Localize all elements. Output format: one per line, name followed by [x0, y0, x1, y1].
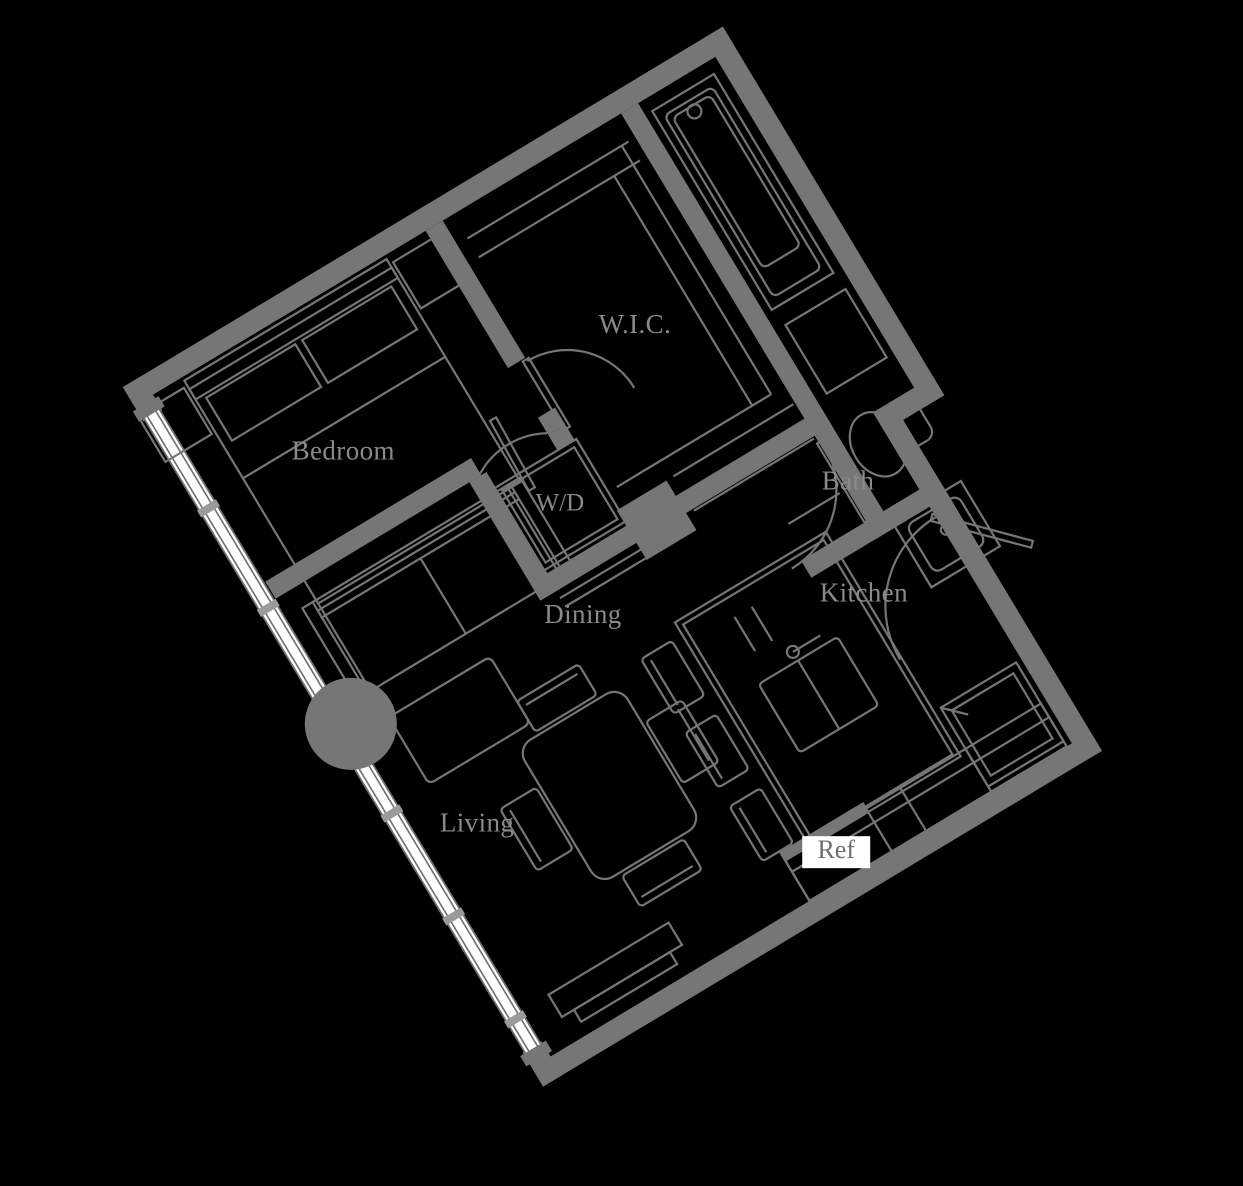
label-ref-background [802, 836, 871, 869]
interior-partitions [265, 103, 949, 601]
structural-column [304, 677, 397, 770]
bath-fixtures [650, 72, 1002, 589]
wic-interior [466, 140, 773, 488]
bath-door [791, 438, 872, 570]
exterior-walls [122, 26, 1102, 1087]
dining-furniture [500, 664, 719, 907]
label-living: Living [440, 808, 514, 838]
living-furniture [300, 475, 684, 1024]
label-kitchen: Kitchen [820, 577, 908, 607]
bedroom-door [479, 415, 548, 493]
label-dining: Dining [544, 599, 621, 629]
label-wic: W.I.C. [599, 309, 672, 339]
hall-closet [559, 403, 815, 608]
nightstand-right [391, 232, 469, 310]
label-washer-dryer: W/D [536, 490, 585, 517]
label-refrigerator: Ref [817, 835, 855, 864]
room-labels: Bedroom W.I.C. Bath Living Dining Kitche… [292, 309, 908, 869]
nightstand-left [136, 386, 214, 464]
bedroom-furniture [136, 232, 522, 605]
plan-rotated-group: Bedroom W.I.C. Bath Living Dining Kitche… [122, 26, 1102, 1087]
label-bath: Bath [822, 466, 875, 496]
label-bedroom: Bedroom [292, 435, 395, 465]
